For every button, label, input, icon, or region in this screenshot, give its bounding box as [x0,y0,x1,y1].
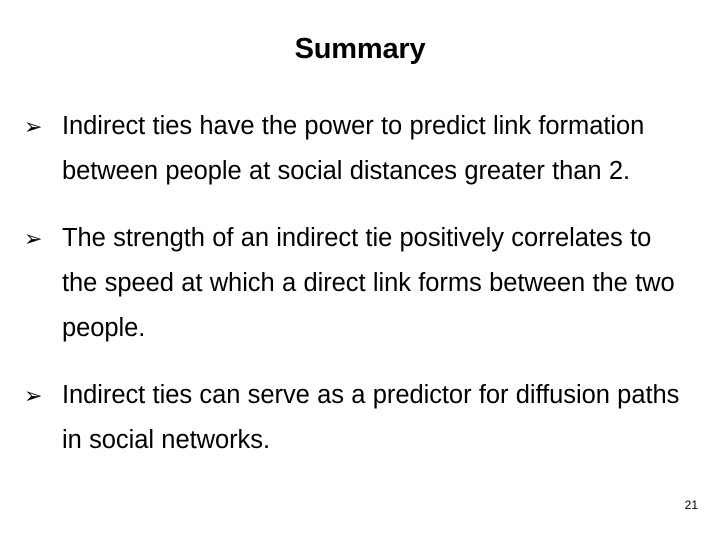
list-item: ➢ Indirect ties can serve as a predictor… [22,373,682,463]
page-title: Summary [294,33,426,65]
arrowhead-bullet-icon: ➢ [24,383,43,408]
list-item-text: Indirect ties have the power to predict … [62,112,645,185]
bullet-list: ➢ Indirect ties have the power to predic… [22,104,682,463]
list-item-text: The strength of an indirect tie positive… [62,224,675,342]
list-item: ➢ The strength of an indirect tie positi… [22,216,682,351]
arrowhead-bullet-icon: ➢ [24,226,43,251]
list-item: ➢ Indirect ties have the power to predic… [22,104,682,194]
page-number: 21 [684,498,698,512]
list-item-text: Indirect ties can serve as a predictor f… [62,381,680,454]
arrowhead-bullet-icon: ➢ [24,114,43,139]
